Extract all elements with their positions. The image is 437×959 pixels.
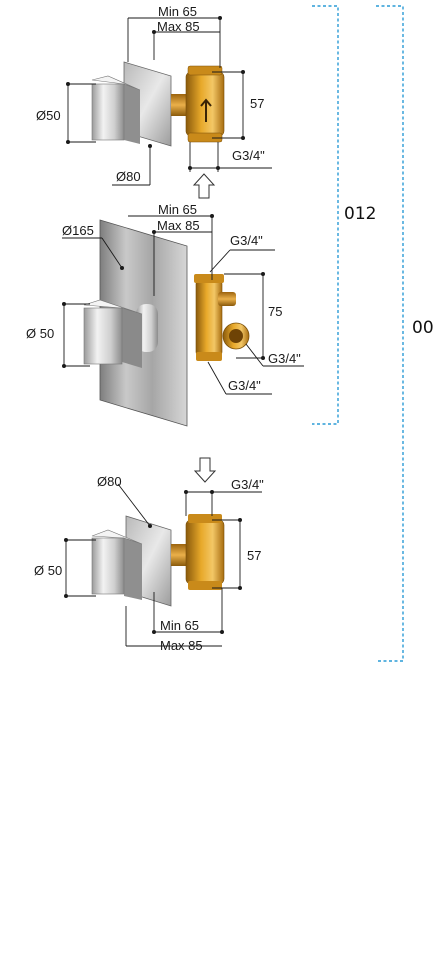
middle-valve-cap-bottom [196,352,222,361]
top-knob-side [124,84,140,144]
top-valve-cap-top [187,65,223,76]
top-knob-front [91,83,125,141]
bottom-max-label: Max 85 [160,638,203,653]
bottom-valve-body [185,519,225,585]
top-max-label: Max 85 [157,19,200,34]
middle-min-label: Min 65 [158,202,197,217]
bottom-knob-side [124,538,142,600]
middle-unit: Min 65 Max 85 Ø165 Ø 50 G3/4" 75 G3/4" G… [26,202,304,427]
bottom-height-label: 57 [247,548,261,563]
middle-valve-cap-top [194,274,224,283]
middle-thread-bottom: G3/4" [228,378,261,393]
top-thread-label: G3/4" [232,148,265,163]
bottom-knob-top [91,529,143,545]
top-knob-diameter: Ø50 [36,108,61,123]
middle-thread-top: G3/4" [230,233,263,248]
bottom-thread-label: G3/4" [231,477,264,492]
middle-knob-front [83,307,123,365]
middle-height-label: 75 [268,304,282,319]
middle-valve-body [195,279,223,357]
outer-group-bracket [376,5,404,662]
middle-knob-diameter: Ø 50 [26,326,54,341]
top-knob-top [91,75,141,91]
top-valve-stem [171,94,189,116]
top-min-label: Min 65 [158,4,197,19]
bottom-min-label: Min 65 [160,618,199,633]
bottom-valve-cap-top [188,514,222,523]
middle-thread-right: G3/4" [268,351,301,366]
middle-knob-top [83,299,143,315]
top-plate-diameter: Ø80 [116,169,141,184]
middle-max-label: Max 85 [157,218,200,233]
bottom-valve-cap-bottom [188,581,222,590]
arrow-down-icon [193,457,217,483]
top-height-label: 57 [250,96,264,111]
middle-plate-diameter: Ø165 [62,223,94,238]
flow-arrow-icon [200,98,212,122]
outer-group-code: 00 [412,318,434,338]
bottom-plate-diameter: Ø80 [97,474,122,489]
bottom-knob-front [91,537,125,595]
middle-valve-arm [218,292,236,306]
inner-group-bracket [312,5,339,425]
inner-group-code: 012 [344,204,376,224]
bottom-unit: Ø80 G3/4" Ø 50 57 Min 65 Max 85 [34,474,264,653]
middle-knob-side [122,308,142,368]
top-valve-cap-bottom [187,132,223,143]
bottom-valve-stem [171,544,189,566]
arrow-up-icon [192,173,216,199]
bottom-knob-diameter: Ø 50 [34,563,62,578]
top-unit: Min 65 Max 85 Ø50 Ø80 57 G3/4" [36,4,272,186]
